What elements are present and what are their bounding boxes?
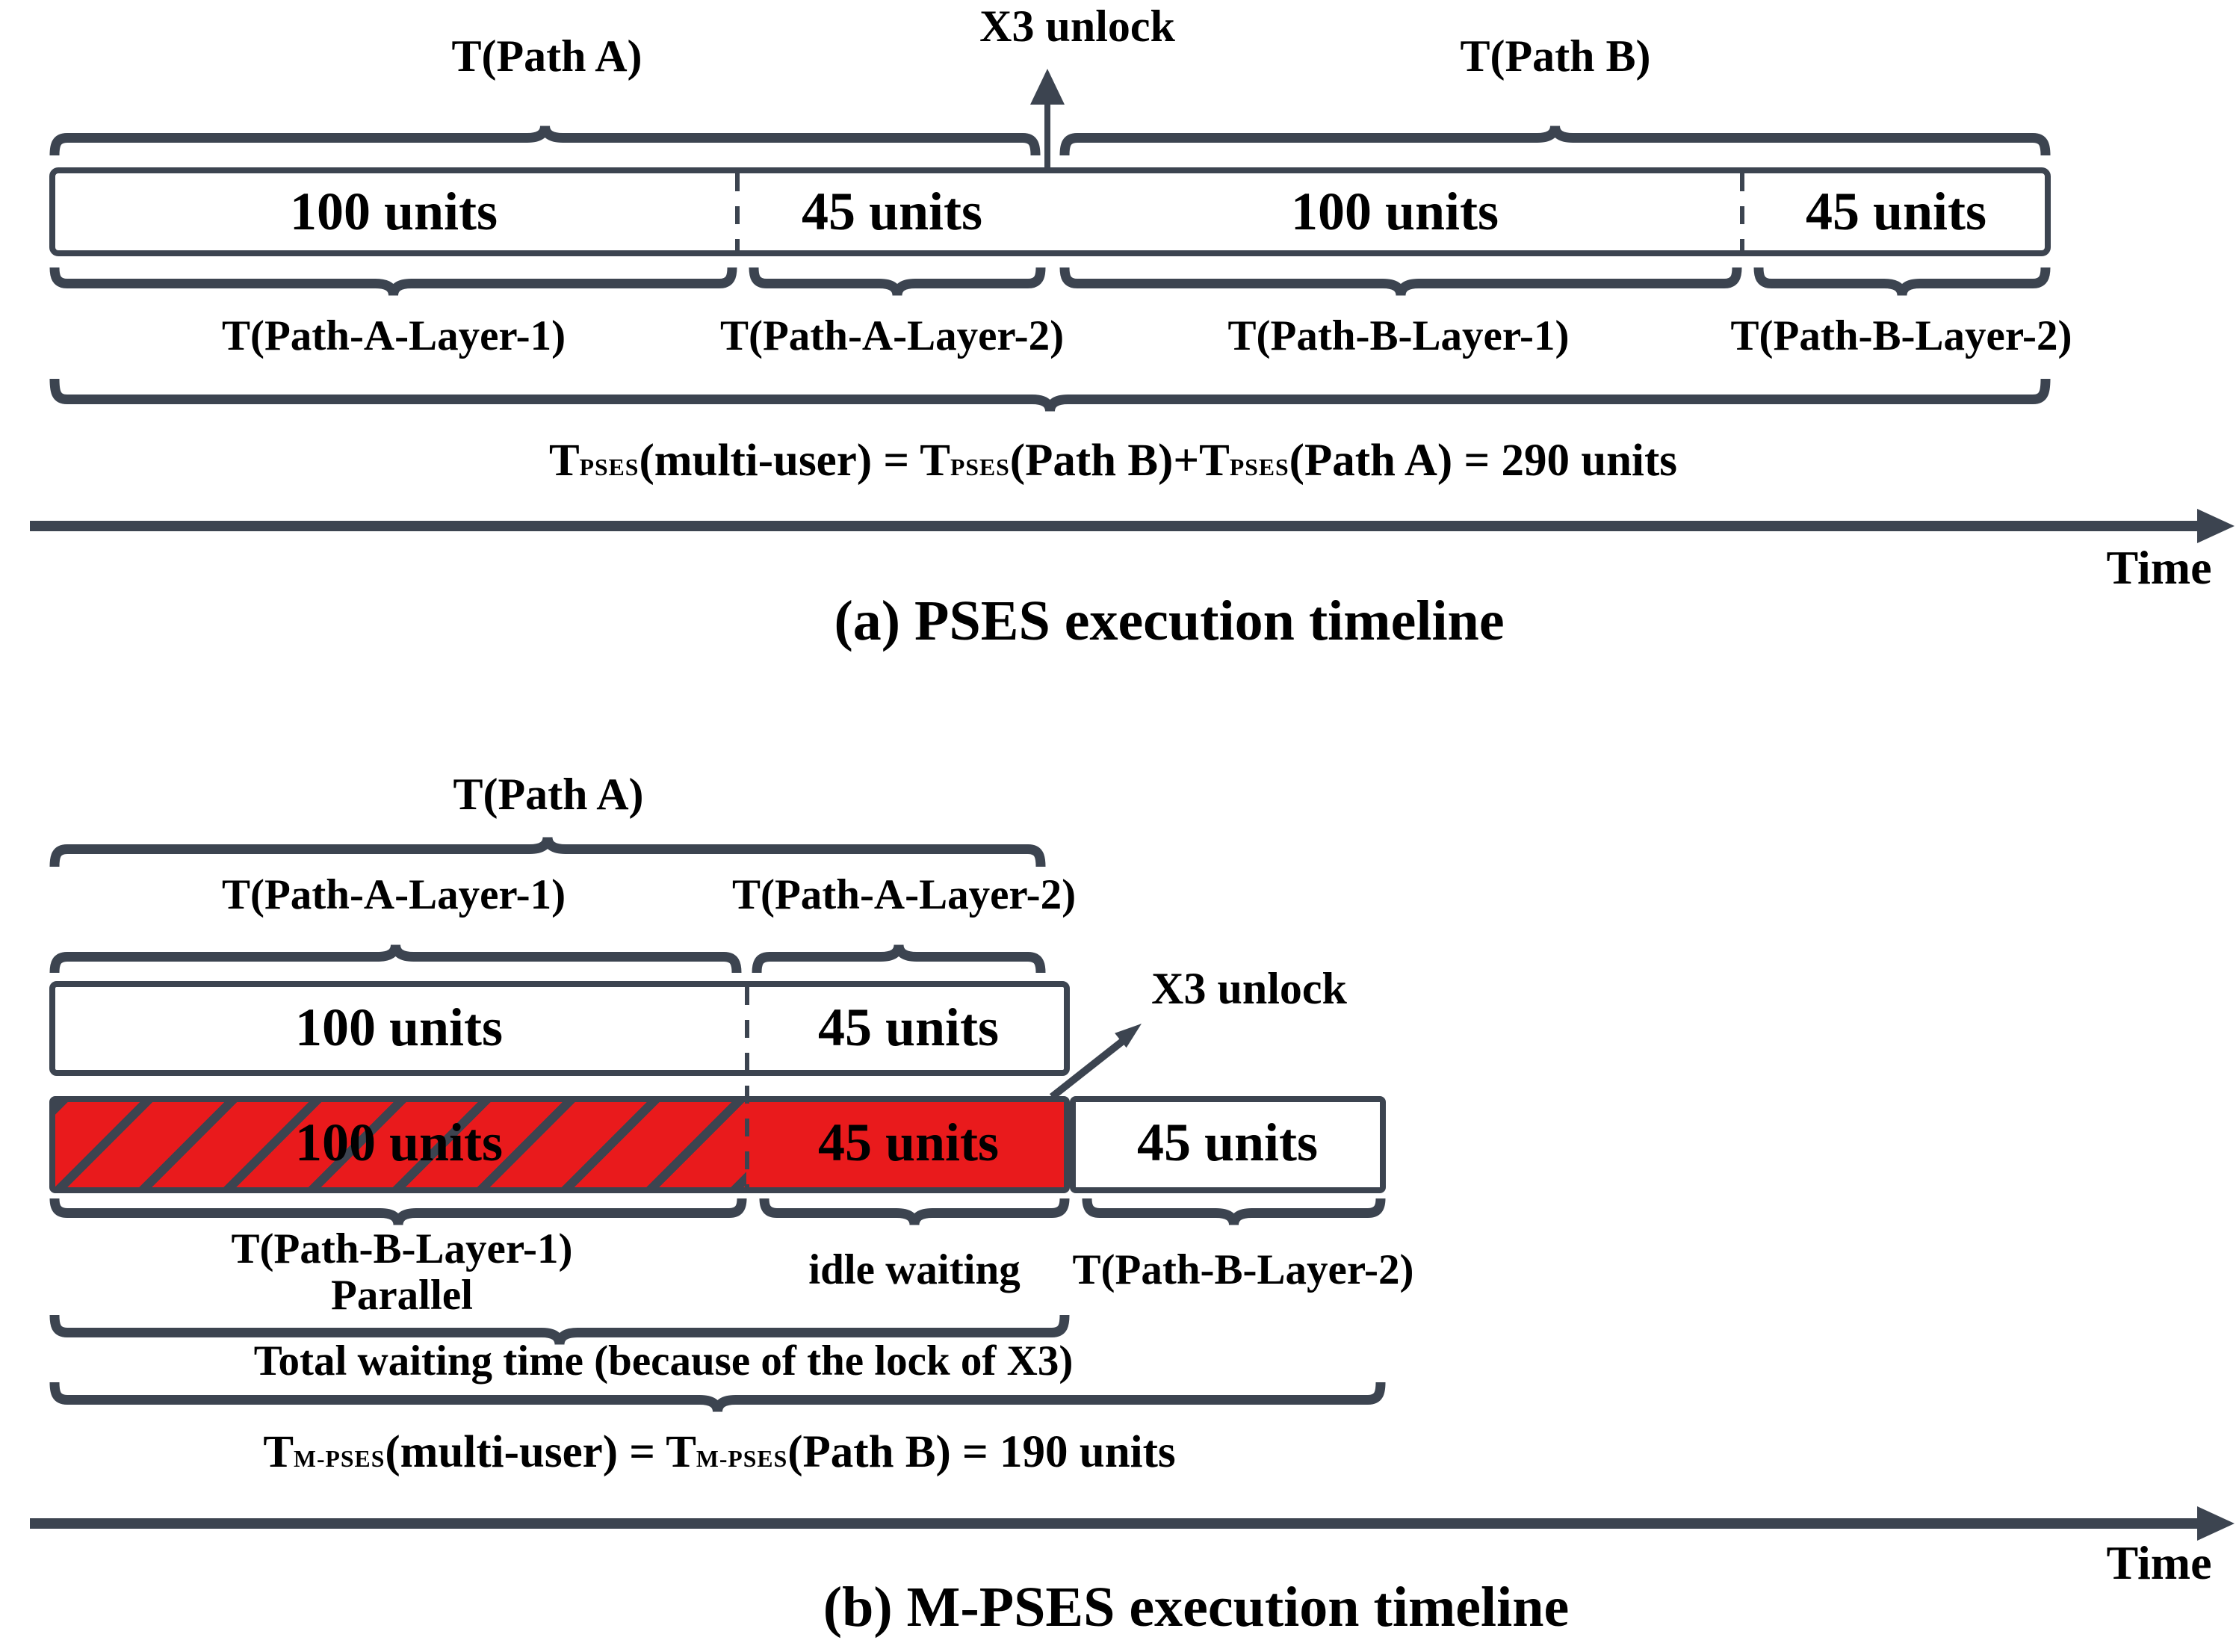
formula-text: (multi-user) = T: [385, 1427, 696, 1477]
parallel-hatch-pattern: [55, 1102, 746, 1187]
x3-unlock-label: X3 unlock: [1151, 964, 1347, 1013]
layer-divider-dashed: [1740, 173, 1744, 250]
box-duration-label: 100 units: [294, 1113, 504, 1172]
idle-underbrace: [759, 1197, 1070, 1230]
x3-unlock-label: X3 unlock: [979, 1, 1175, 51]
formula-text: (Path A) = 290 units: [1289, 436, 1678, 486]
box-duration-label: 100 units: [289, 182, 498, 241]
path-b-locked-box-row: [49, 1096, 1070, 1193]
time-axis-line: [30, 521, 2200, 531]
layer-label: T(Path-B-Layer-1): [1227, 312, 1570, 359]
formula-text: T: [263, 1427, 294, 1477]
layer-underbrace: [1082, 1197, 1386, 1230]
path-a-box-row: [49, 981, 1070, 1076]
layer-underbrace: [749, 266, 1046, 300]
path-a-overbrace: [49, 832, 1046, 868]
x3-unlock-arrow-icon: [1030, 69, 1065, 105]
box-duration-label: 45 units: [1136, 1113, 1319, 1172]
total-time-underbrace: [49, 377, 2051, 416]
formula-text: (Path B) = 190 units: [787, 1427, 1176, 1477]
path-b-duration-label: T(Path B): [1460, 31, 1651, 81]
layer-underbrace: [49, 1197, 747, 1230]
path-a-duration-label: T(Path A): [453, 770, 644, 819]
time-axis-arrow-icon: [2197, 509, 2235, 543]
formula-text: T: [548, 436, 580, 486]
parallel-label: Parallel: [331, 1272, 473, 1319]
layer-label: T(Path-A-Layer-1): [221, 871, 566, 918]
execution-box-row: [49, 167, 2051, 256]
total-waiting-label: Total waiting time (because of the lock …: [253, 1337, 1074, 1385]
panel-b-caption: (b) M-PSES execution timeline: [823, 1576, 1570, 1639]
mpses-total-formula: TM-PSES(multi-user) = TM-PSES(Path B) = …: [263, 1427, 1176, 1477]
layer-underbrace: [1753, 266, 2051, 300]
layer-label: T(Path-A-Layer-1): [221, 312, 566, 359]
box-duration-label: 45 units: [801, 182, 983, 241]
formula-text: (Path B)+T: [1009, 436, 1230, 486]
box-duration-label: 45 units: [817, 1113, 1000, 1172]
x3-unlock-arrow-icon: [1049, 1024, 1142, 1100]
layer-label: T(Path-B-Layer-2): [1072, 1246, 1414, 1293]
path-b-overbrace: [1059, 121, 2051, 157]
path-a-duration-label: T(Path A): [451, 31, 642, 81]
layer-divider-dashed: [745, 987, 749, 1187]
formula-subscript: PSES: [579, 454, 640, 480]
idle-waiting-label: idle waiting: [808, 1246, 1021, 1293]
layer-overbrace: [49, 940, 742, 974]
total-waiting-underbrace: [49, 1314, 1070, 1349]
box-duration-label: 45 units: [817, 997, 1000, 1057]
formula-subscript: PSES: [1229, 454, 1289, 480]
total-time-underbrace: [49, 1381, 1386, 1417]
layer-label: T(Path-A-Layer-2): [731, 871, 1077, 918]
formula-subscript: PSES: [950, 454, 1010, 480]
path-b-layer-2-box: [1070, 1096, 1386, 1193]
path-a-overbrace: [49, 121, 1041, 157]
box-duration-label: 100 units: [1290, 182, 1499, 241]
layer-label: T(Path-B-Layer-1): [231, 1225, 573, 1272]
time-axis-line: [30, 1518, 2200, 1529]
layer-underbrace: [49, 266, 737, 300]
layer-divider-dashed: [735, 173, 740, 250]
formula-text: (multi-user) = T: [639, 436, 950, 486]
formula-subscript: M-PSES: [294, 1446, 385, 1472]
layer-label: T(Path-B-Layer-2): [1730, 312, 2072, 359]
pses-total-formula: TPSES(multi-user) = TPSES(Path B)+TPSES(…: [548, 436, 1678, 486]
time-axis-label: Time: [2106, 1536, 2212, 1589]
layer-label: T(Path-A-Layer-2): [719, 312, 1065, 359]
layer-underbrace: [1059, 266, 1742, 300]
box-duration-label: 45 units: [1805, 182, 1987, 241]
layer-overbrace: [752, 940, 1046, 974]
box-duration-label: 100 units: [294, 997, 504, 1057]
time-axis-label: Time: [2106, 541, 2212, 594]
panel-a-caption: (a) PSES execution timeline: [834, 590, 1505, 652]
formula-subscript: M-PSES: [696, 1446, 788, 1472]
time-axis-arrow-icon: [2197, 1506, 2235, 1541]
